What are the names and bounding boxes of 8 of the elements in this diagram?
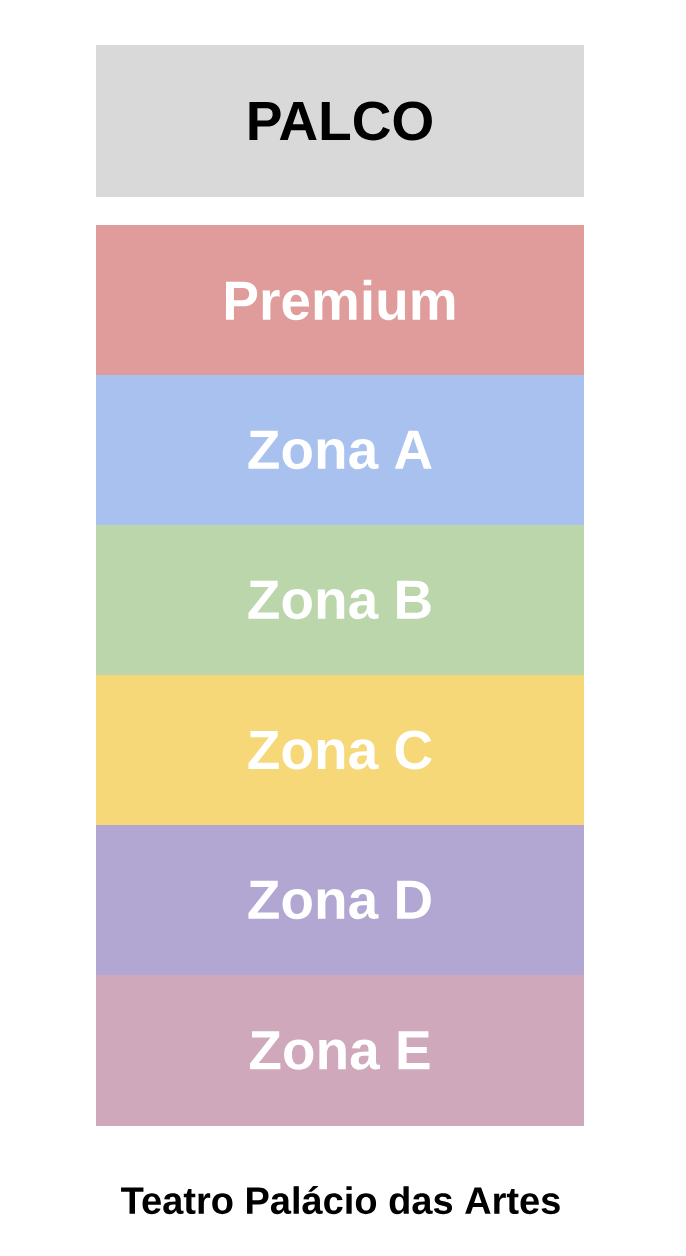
seating-zone-band: Zona D [96,825,584,975]
caption: Teatro Palácio das Artes [121,1185,560,1215]
seating-zone-band: Premium [96,225,584,375]
seating-zone-band: Zona B [96,525,584,675]
seating-zone-band: Zona C [96,675,584,825]
seating-zone-band: Zona E [96,975,584,1126]
stage-box: PALCO [96,45,584,197]
seating-zone-band: Zona A [96,375,584,525]
